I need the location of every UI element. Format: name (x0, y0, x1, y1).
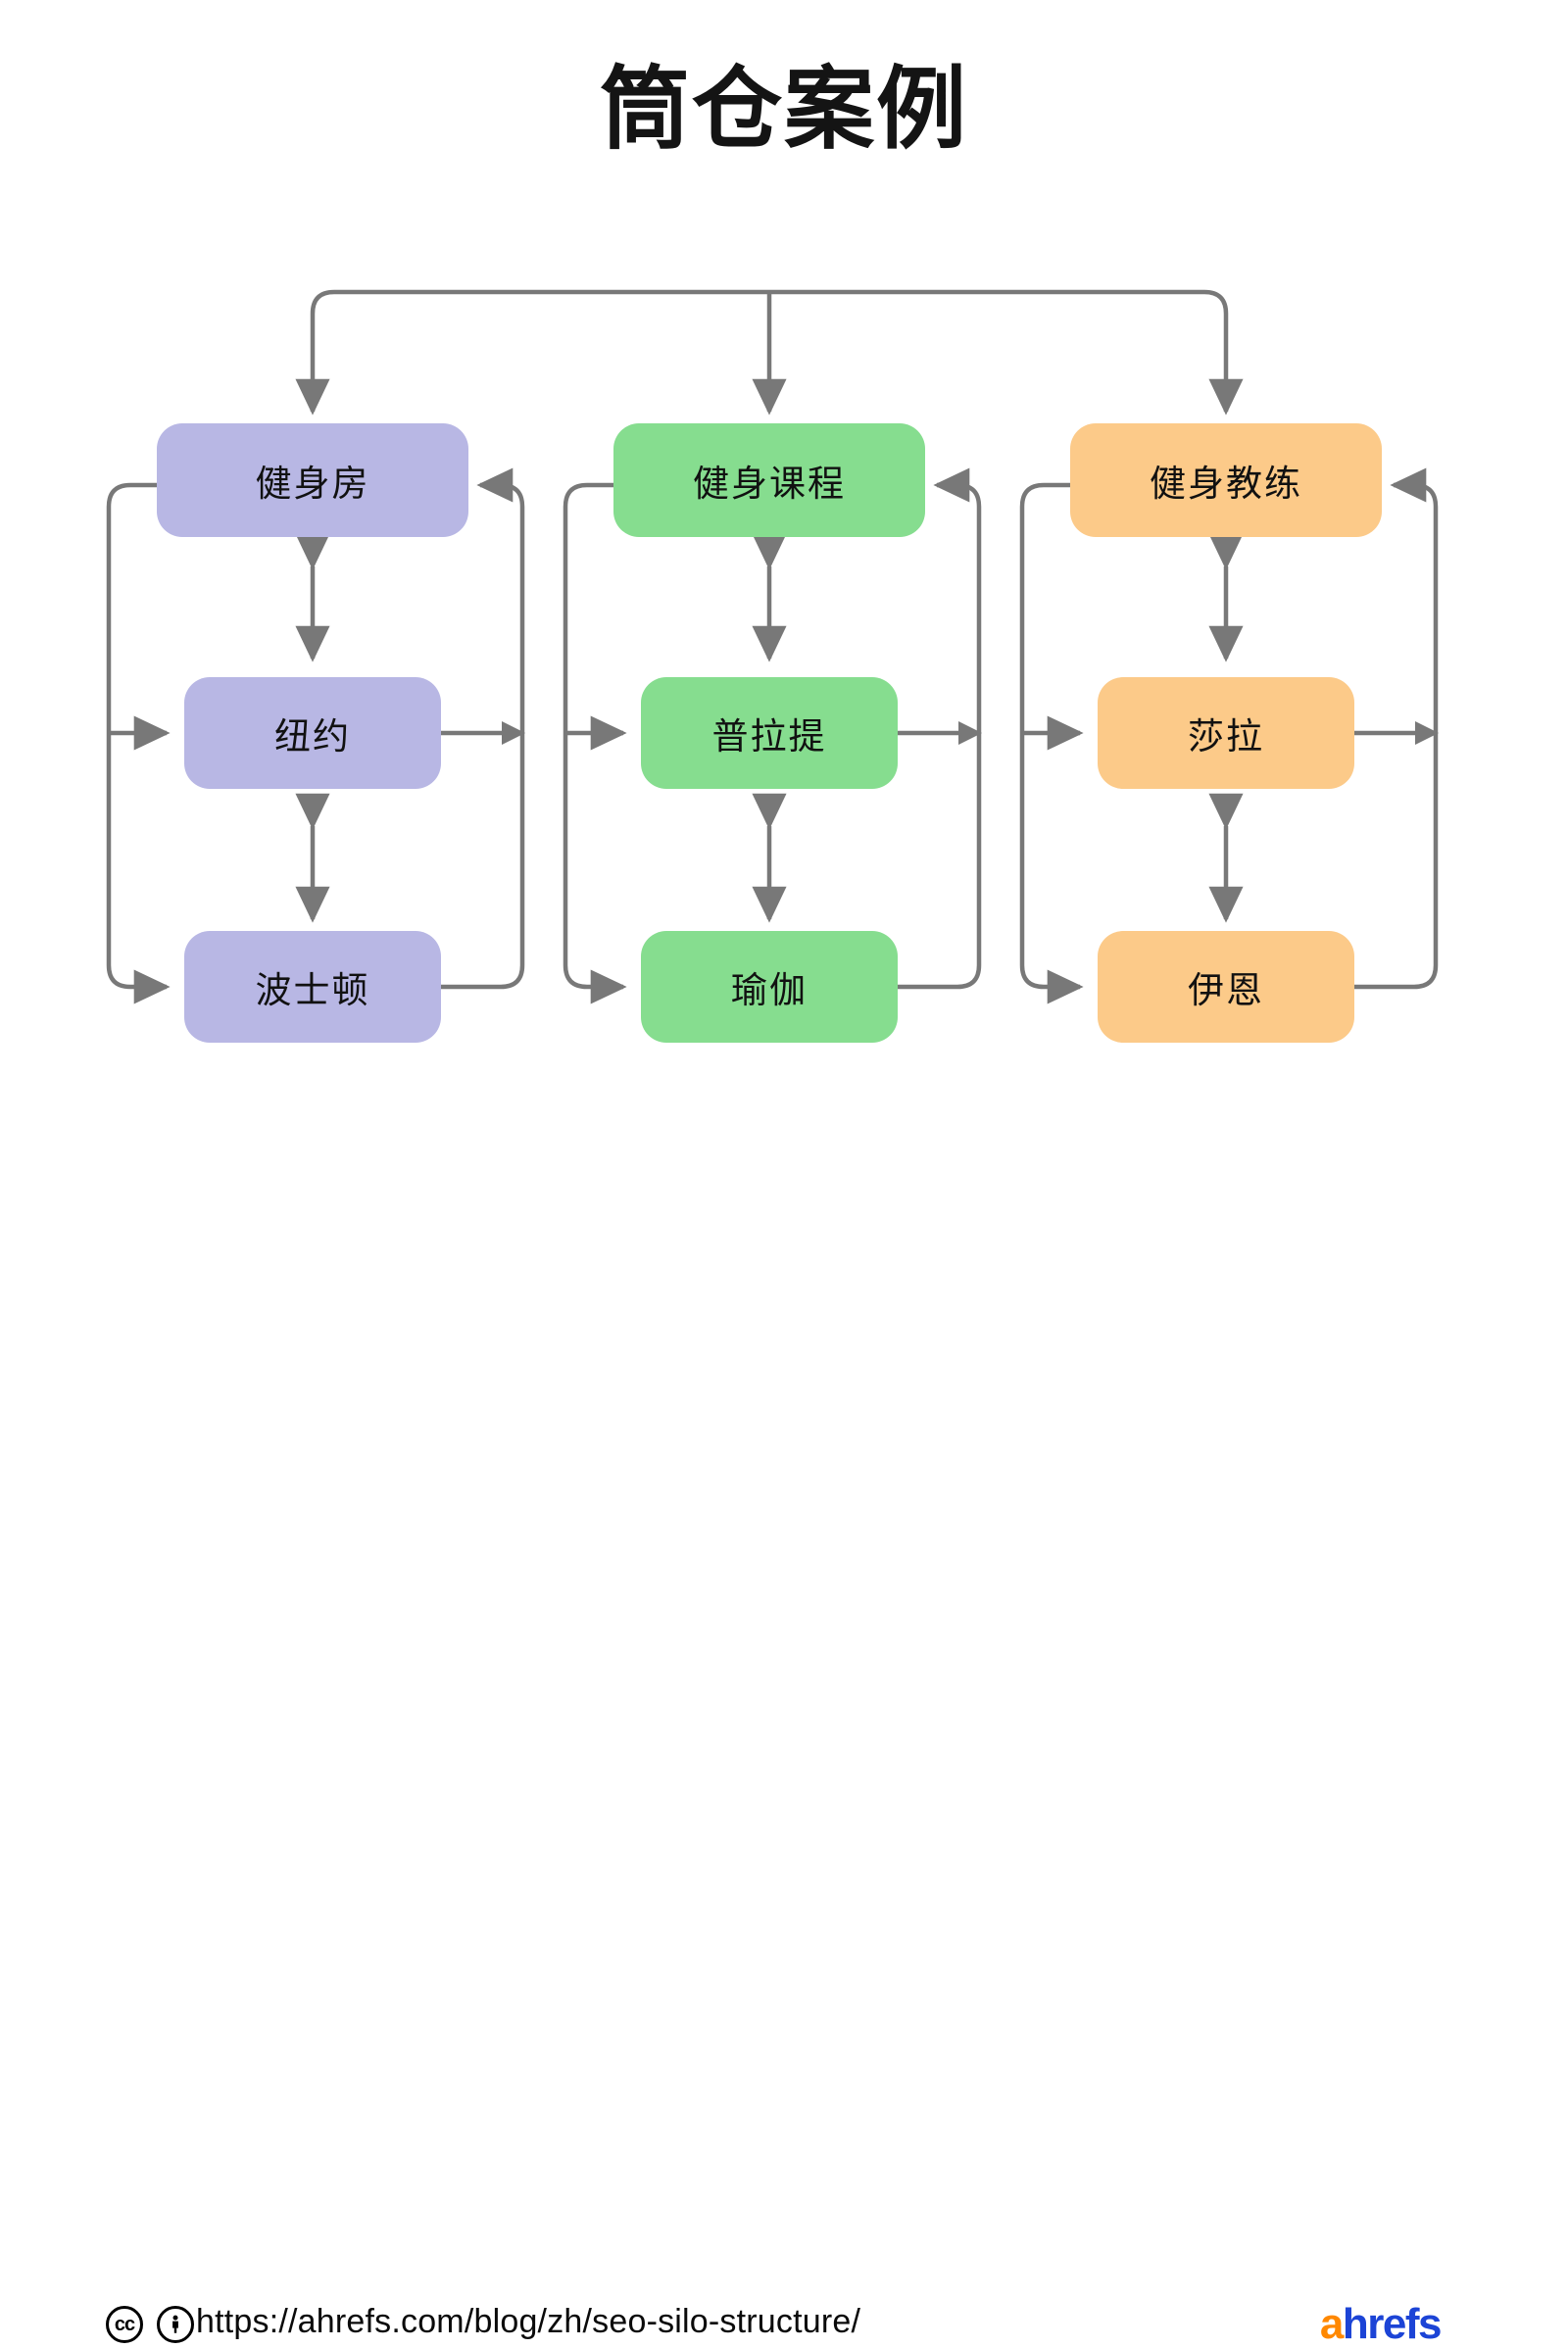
edge-ian-to-fitness-trainer-loop (1354, 467, 1439, 990)
node-label: 波士顿 (255, 970, 370, 1010)
edge-gym-to-boston-loop (106, 482, 171, 1004)
node-ian[interactable]: 伊恩 (1098, 931, 1354, 1043)
node-label: 普拉提 (711, 716, 827, 757)
node-yoga[interactable]: 瑜伽 (641, 931, 898, 1043)
diagram-edges (106, 289, 1439, 1004)
arrowhead-new-york-right (502, 721, 525, 745)
node-fitness-trainer[interactable]: 健身教练 (1070, 423, 1382, 537)
node-label: 纽约 (274, 716, 351, 757)
edge-yoga-to-fitness-class-loop (898, 467, 982, 990)
node-pilates[interactable]: 普拉提 (641, 677, 898, 789)
node-gym[interactable]: 健身房 (157, 423, 468, 537)
node-new-york[interactable]: 纽约 (184, 677, 441, 789)
diagram-canvas: 筒仓案例 (0, 60, 1568, 2346)
node-label: 健身课程 (693, 464, 846, 504)
node-label: 莎拉 (1188, 716, 1264, 757)
edge-fitness-class-to-yoga-loop (563, 482, 627, 1004)
edge-boston-to-gym-loop (441, 467, 525, 990)
ahrefs-logo-a: a (1319, 2300, 1344, 2348)
ahrefs-logo-rest: hrefs (1342, 2300, 1443, 2348)
cc-icon: cc (106, 2306, 143, 2343)
cc-by-person-icon (157, 2306, 194, 2343)
ahrefs-logo: ahrefs (1319, 2300, 1443, 2348)
node-label: 瑜伽 (731, 970, 808, 1010)
node-label: 健身教练 (1150, 464, 1302, 504)
node-fitness-class[interactable]: 健身课程 (613, 423, 925, 537)
edge-fitness-trainer-to-ian-loop (1019, 482, 1084, 1004)
node-label: 健身房 (255, 464, 370, 504)
license-badges: cc (106, 2306, 194, 2343)
arrowhead-sarah-right (1415, 721, 1439, 745)
footer-url[interactable]: https://ahrefs.com/blog/zh/seo-silo-stru… (196, 2303, 861, 2340)
page-title: 筒仓案例 (599, 60, 968, 160)
node-sarah[interactable]: 莎拉 (1098, 677, 1354, 789)
root-connector-bar (310, 289, 1229, 410)
arrowhead-pilates-right (958, 721, 982, 745)
node-label: 伊恩 (1188, 970, 1264, 1010)
footer: cc https://ahrefs.com/blog/zh/seo-silo-s… (0, 1145, 1568, 2346)
cc-icon-label: cc (114, 2314, 135, 2335)
node-boston[interactable]: 波士顿 (184, 931, 441, 1043)
